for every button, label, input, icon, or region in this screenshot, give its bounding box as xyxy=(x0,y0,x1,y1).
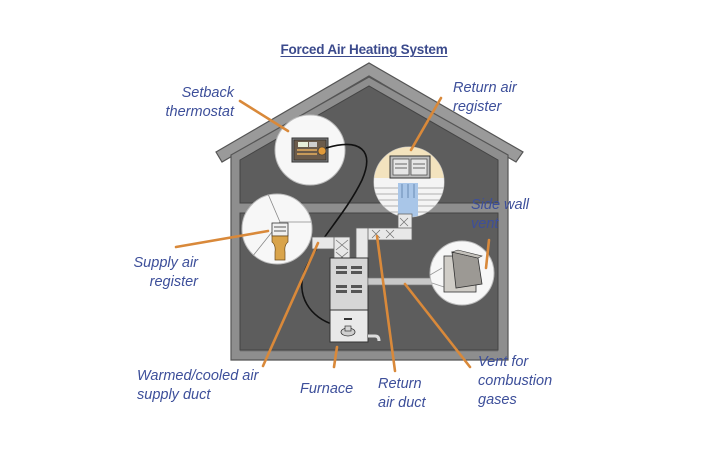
roof xyxy=(215,62,524,163)
label-warmed-cooled-air-supply-duct: Warmed/cooled air supply duct xyxy=(137,368,259,403)
furnace-icon xyxy=(329,257,381,343)
thermostat-icon xyxy=(291,137,329,163)
thermostat-wire xyxy=(301,143,368,326)
diagram-title-text: Forced Air Heating System xyxy=(280,42,448,57)
side-wall-vent-callout xyxy=(429,240,495,306)
leader-combustion-vent xyxy=(403,282,472,369)
supply-air-duct xyxy=(311,236,351,264)
leader-setback-thermostat xyxy=(238,99,290,133)
grille-icon xyxy=(389,155,431,179)
label-vent-for-combustion-gases: Vent for combustion gases xyxy=(478,354,553,408)
supply-air-register-callout xyxy=(241,193,313,265)
leader-return-air-duct xyxy=(375,234,397,373)
label-side-wall-vent: Side wall vent xyxy=(471,197,530,232)
label-setback-thermostat: Setback thermostat xyxy=(165,85,235,120)
label-furnace: Furnace xyxy=(300,381,354,397)
register-icon xyxy=(271,222,289,261)
thermostat-callout xyxy=(274,114,346,186)
leader-side-wall-vent xyxy=(484,238,491,270)
leader-return-air-register xyxy=(409,96,443,152)
diagram-title: Forced Air Heating System xyxy=(0,42,728,57)
leader-supply-air-register xyxy=(174,229,270,249)
label-supply-air-register: Supply air register xyxy=(133,255,198,290)
leader-supply-duct xyxy=(261,241,320,368)
vent-hood-icon xyxy=(443,249,483,293)
return-air-register-callout xyxy=(373,146,445,218)
label-return-air-duct: Return air duct xyxy=(378,376,426,411)
return-air-duct xyxy=(355,213,413,265)
label-return-air-register: Return air register xyxy=(453,80,517,115)
leader-lines xyxy=(174,96,491,373)
leader-furnace xyxy=(332,345,339,369)
